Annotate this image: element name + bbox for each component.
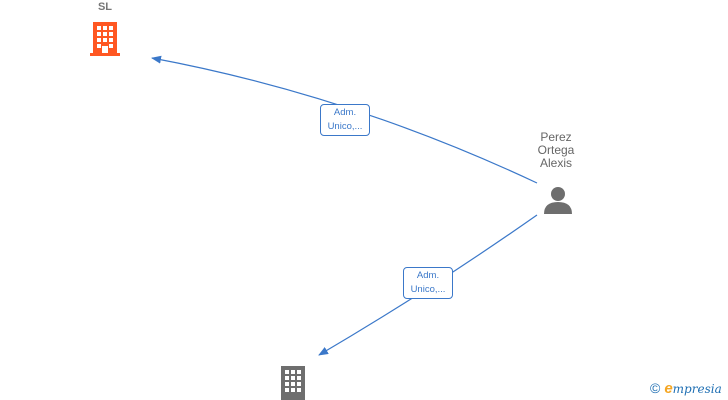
copyright-symbol: © [650,380,661,396]
edge-label-line-1: Adm. [416,270,440,281]
person-name-label[interactable]: Perez Ortega Alexis [516,131,596,170]
edge-label-line-2: Unico,... [410,284,446,295]
building-icon[interactable] [281,366,305,400]
brand-initial: e [664,380,673,397]
person-name-line-1: Perez [540,130,572,144]
edge-label-box[interactable]: Adm. Unico,... [403,267,453,299]
person-icon[interactable] [544,187,572,214]
edge-label-line-1: Adm. [333,107,357,118]
brand-name: mpresia [672,382,722,396]
person-name-line-3: Alexis [539,156,572,170]
building-icon[interactable] [90,22,120,56]
watermark-logo: ©empresia [650,380,722,397]
person-name-line-2: Ortega [537,143,575,157]
edge-label-box[interactable]: Adm. Unico,... [320,104,370,136]
company-top-label[interactable]: SL [97,1,113,13]
edge-label-line-2: Unico,... [327,121,363,132]
